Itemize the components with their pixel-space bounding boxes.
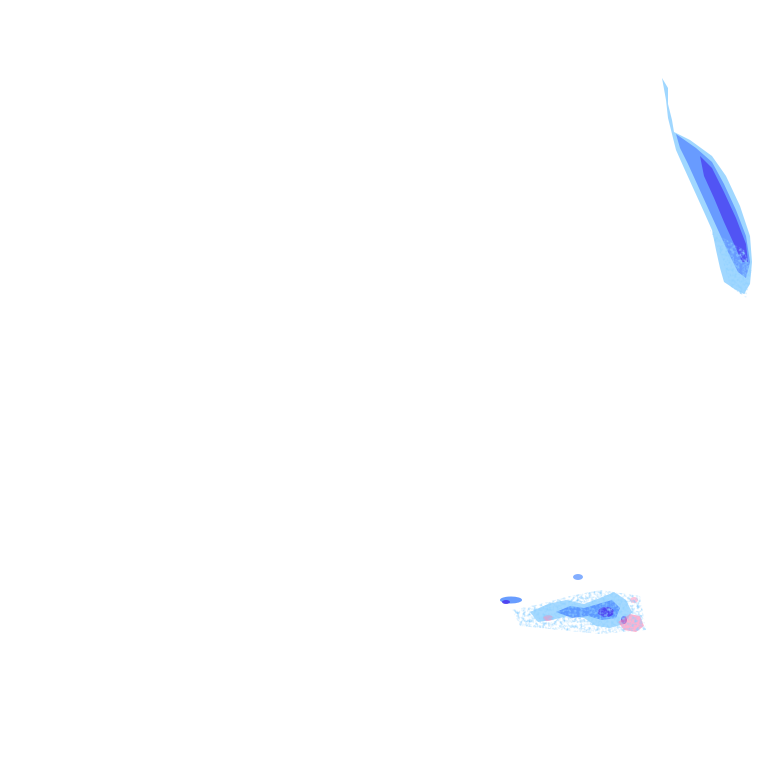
- band-light-speckle: [710, 230, 752, 298]
- southern-scattered-cells: [500, 574, 646, 634]
- band-moderate: [676, 134, 750, 278]
- band-heavy-core: [700, 156, 748, 262]
- cell-speckle: [512, 590, 646, 634]
- northeast-rain-band: [662, 78, 752, 298]
- cell-west-core: [502, 600, 510, 604]
- cell-north-small: [573, 574, 583, 580]
